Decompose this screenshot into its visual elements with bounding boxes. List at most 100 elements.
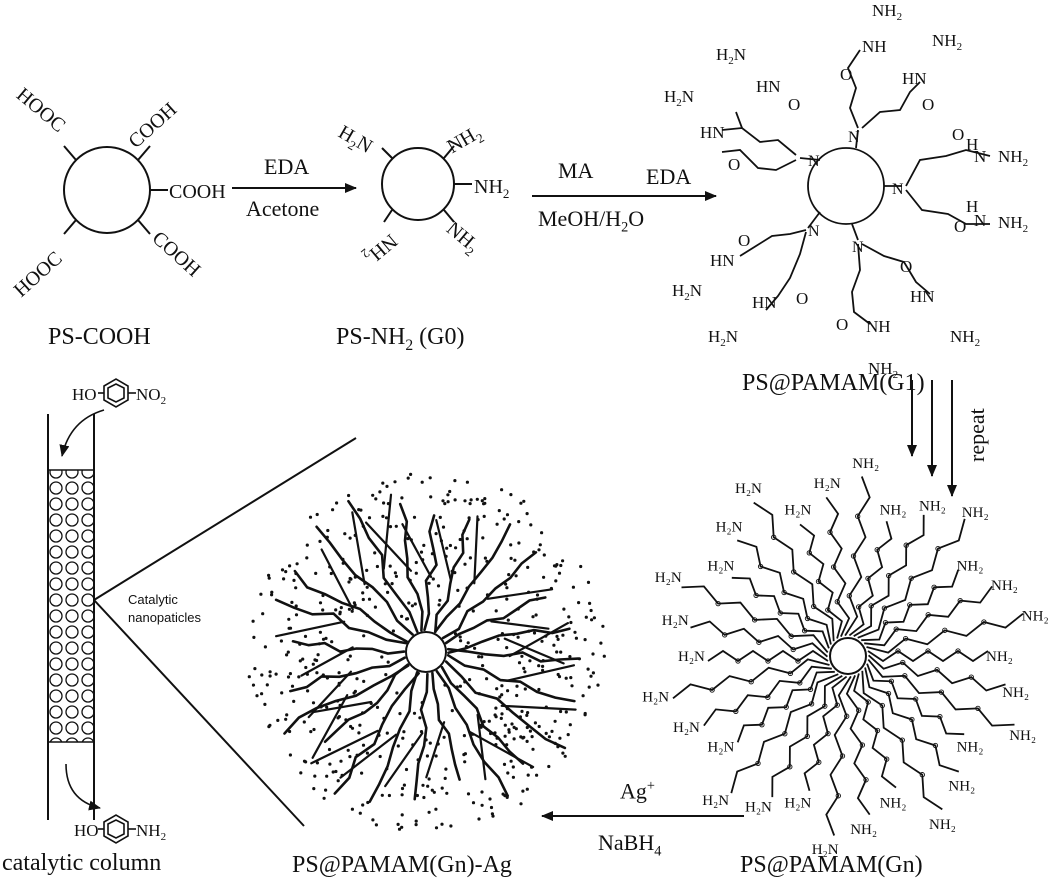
zoom-line-top bbox=[93, 437, 357, 601]
svg-text:H₂N: H₂N bbox=[814, 476, 841, 492]
ps-cooh-label: PS-COOH bbox=[48, 324, 151, 350]
repeat-arrows bbox=[907, 380, 957, 497]
gn-structure: NH₂NH₂NH₂NH₂NH₂NH₂NH₂NH₂H₂NH₂NH₂NH₂NH₂NH… bbox=[642, 456, 1049, 858]
svg-text:HN: HN bbox=[902, 69, 927, 88]
gn-ag-structure bbox=[247, 472, 606, 831]
column-note-line2: nanopaticles bbox=[128, 610, 201, 625]
svg-text:N: N bbox=[852, 239, 864, 256]
ps-cooh-structure bbox=[63, 145, 168, 235]
svg-text:NH₂: NH₂ bbox=[880, 503, 907, 519]
ps-nh2-label-sub: 2 bbox=[405, 336, 414, 354]
svg-text:NH₂: NH₂ bbox=[957, 740, 984, 756]
svg-text:H₂N: H₂N bbox=[784, 796, 811, 812]
svg-text:H₂N: H₂N bbox=[745, 800, 772, 816]
svg-text:O: O bbox=[954, 217, 966, 236]
svg-text:NH2: NH2 bbox=[950, 327, 980, 349]
svg-text:H₂N: H₂N bbox=[707, 740, 734, 756]
svg-text:H: H bbox=[966, 197, 978, 216]
svg-text:H₂N: H₂N bbox=[702, 793, 729, 809]
step2-reagent-bottom: MeOH/H2O bbox=[538, 206, 645, 236]
svg-text:O: O bbox=[796, 289, 808, 308]
ps-nh2-structure bbox=[381, 145, 472, 223]
ps-cooh-group-2: COOH bbox=[124, 98, 181, 152]
ps-nh2-group-4: NH2 bbox=[358, 227, 401, 269]
svg-text:NH2: NH2 bbox=[998, 147, 1028, 169]
product-left: HO bbox=[74, 821, 99, 840]
svg-text:NH2: NH2 bbox=[932, 31, 962, 53]
svg-text:H2N: H2N bbox=[716, 45, 746, 67]
ps-nh2-label: PS-NH2 (G0) bbox=[336, 324, 464, 355]
svg-text:NH₂: NH₂ bbox=[1009, 728, 1036, 744]
reactant-ring bbox=[59, 378, 136, 457]
ps-nh2-group-1: H2N bbox=[333, 121, 376, 160]
ps-cooh-group-3: COOH bbox=[169, 181, 226, 203]
svg-text:H₂N: H₂N bbox=[662, 613, 689, 629]
step4-reagent-top: Ag+ bbox=[620, 778, 655, 804]
svg-text:NH₂: NH₂ bbox=[880, 796, 907, 812]
svg-text:H₂N: H₂N bbox=[655, 570, 682, 586]
step4-reagent-bottom: NaBH4 bbox=[598, 830, 662, 860]
reactant-left: HO bbox=[72, 385, 97, 404]
svg-text:N: N bbox=[974, 147, 986, 166]
svg-text:HN: HN bbox=[700, 123, 725, 142]
svg-text:NH₂: NH₂ bbox=[962, 505, 989, 521]
svg-text:O: O bbox=[922, 95, 934, 114]
svg-text:HN: HN bbox=[710, 251, 735, 270]
svg-text:NH₂: NH₂ bbox=[1022, 609, 1049, 625]
svg-text:NH₂: NH₂ bbox=[919, 498, 946, 514]
svg-text:HN: HN bbox=[756, 77, 781, 96]
catalytic-column-label: catalytic column bbox=[2, 850, 162, 876]
ps-cooh-group-1: HOOC bbox=[12, 84, 70, 137]
ps-nh2-group-5: NH2 bbox=[440, 217, 483, 259]
svg-text:NH: NH bbox=[862, 37, 887, 56]
svg-text:O: O bbox=[952, 125, 964, 144]
svg-text:N: N bbox=[808, 223, 820, 240]
svg-text:N: N bbox=[892, 181, 904, 198]
step2-reagent-top-2: EDA bbox=[646, 164, 692, 189]
svg-text:H₂N: H₂N bbox=[678, 649, 705, 665]
svg-text:N: N bbox=[848, 129, 860, 146]
svg-text:NH2: NH2 bbox=[872, 1, 902, 23]
step1-reagent-bottom: Acetone bbox=[246, 196, 320, 221]
svg-text:NH2: NH2 bbox=[868, 359, 898, 381]
svg-text:N: N bbox=[808, 153, 820, 170]
svg-text:O: O bbox=[728, 155, 740, 174]
svg-text:NH2: NH2 bbox=[998, 213, 1028, 235]
product-ring bbox=[65, 763, 136, 844]
svg-text:H₂N: H₂N bbox=[784, 503, 811, 519]
svg-text:NH₂: NH₂ bbox=[852, 456, 879, 472]
svg-text:NH₂: NH₂ bbox=[929, 817, 956, 833]
catalytic-column bbox=[47, 414, 95, 820]
reactant-right: NO2 bbox=[136, 385, 166, 407]
svg-text:H: H bbox=[966, 135, 978, 154]
svg-text:N: N bbox=[974, 211, 986, 230]
svg-text:NH₂: NH₂ bbox=[1002, 685, 1029, 701]
ps-nh2-group-2: NH2 bbox=[443, 121, 486, 160]
gn-label: PS@PAMAM(Gn) bbox=[740, 852, 923, 878]
gn-ag-label: PS@PAMAM(Gn)-Ag bbox=[292, 852, 512, 878]
svg-text:H2N: H2N bbox=[664, 87, 694, 109]
column-note-line1: Catalytic bbox=[128, 592, 178, 607]
svg-text:O: O bbox=[738, 231, 750, 250]
svg-text:H2N: H2N bbox=[708, 327, 738, 349]
svg-text:O: O bbox=[788, 95, 800, 114]
g1-group-labels: N N N N N NH2 NH O NH2 HN O H2N HN O H2N… bbox=[664, 1, 1028, 381]
zoom-line-bottom bbox=[93, 599, 305, 827]
svg-text:O: O bbox=[900, 257, 912, 276]
svg-text:O: O bbox=[836, 315, 848, 334]
svg-text:NH: NH bbox=[866, 317, 891, 336]
svg-text:HN: HN bbox=[752, 293, 777, 312]
g1-structure bbox=[721, 49, 991, 325]
svg-text:NH₂: NH₂ bbox=[948, 778, 975, 794]
svg-text:NH₂: NH₂ bbox=[850, 822, 877, 838]
svg-text:O: O bbox=[840, 65, 852, 84]
svg-text:NH₂: NH₂ bbox=[986, 649, 1013, 665]
svg-text:H2N: H2N bbox=[672, 281, 702, 303]
svg-text:H₂N: H₂N bbox=[673, 720, 700, 736]
svg-text:NH₂: NH₂ bbox=[991, 578, 1018, 594]
step2-reagent-top-1: MA bbox=[558, 158, 594, 183]
product-right: NH2 bbox=[136, 821, 166, 843]
ps-nh2-label-tail: (G0) bbox=[413, 324, 465, 350]
svg-text:HN: HN bbox=[910, 287, 935, 306]
